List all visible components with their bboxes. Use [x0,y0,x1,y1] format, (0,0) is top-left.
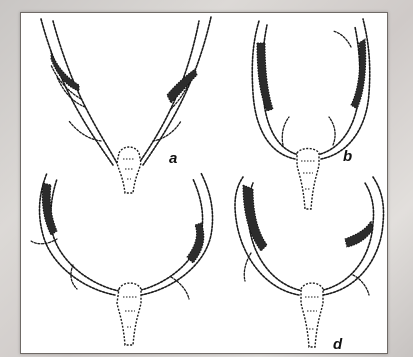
antler-a: a [41,17,211,193]
panel-label-d: d [333,336,343,353]
antler-figure: a b c [21,13,389,355]
antler-c: c [31,173,213,355]
panel-label-a: a [169,150,177,167]
figure-panel: a b c [20,12,388,354]
panel-label-c: c [127,350,136,355]
antler-b: b [252,19,370,209]
panel-label-b: b [343,148,352,165]
